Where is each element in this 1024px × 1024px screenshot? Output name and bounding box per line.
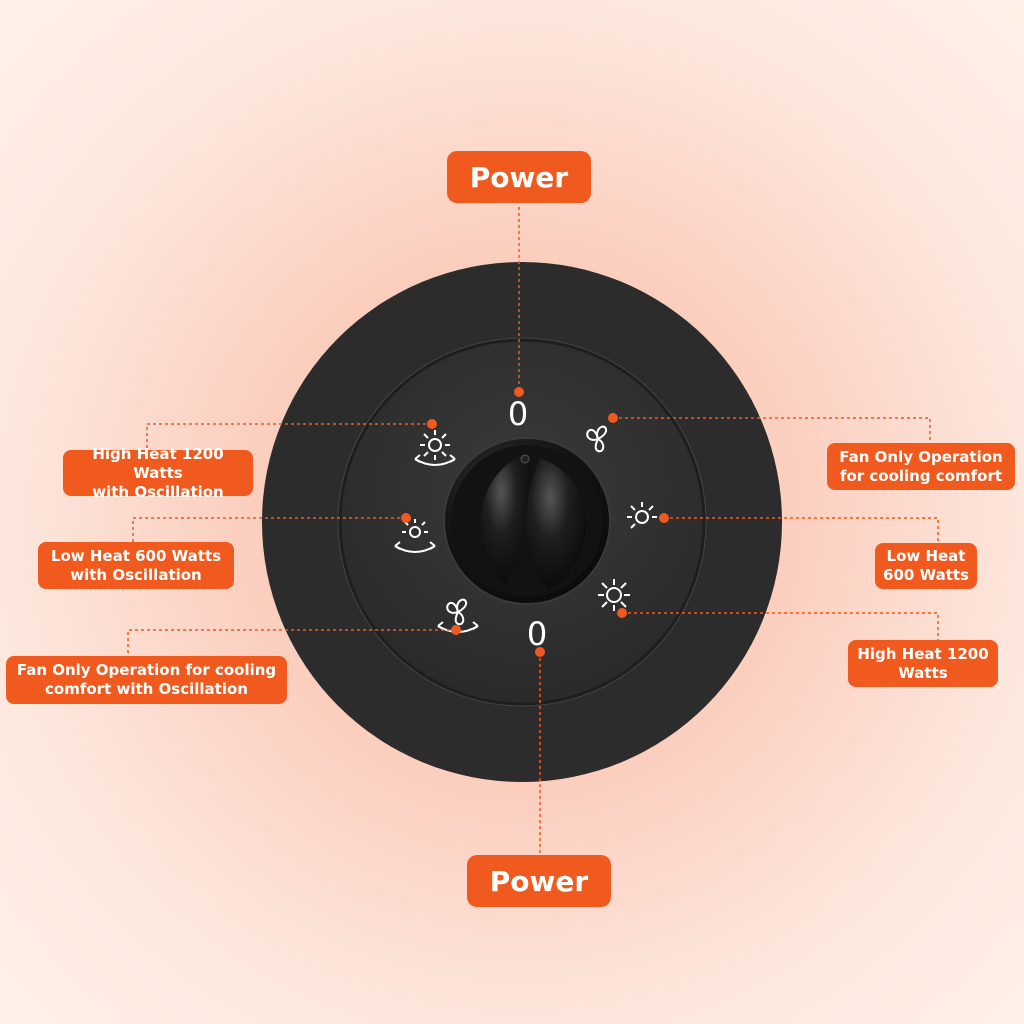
dial-top-power-mark: 0 [508,395,528,433]
sun-oscillate-icon [394,519,436,553]
sun-icon [627,502,657,529]
low-heat-label: Low Heat 600 Watts [875,543,977,589]
sun-icon [598,579,630,611]
leader-dots [401,387,669,657]
fan-only-label: Fan Only Operation for cooling comfort [827,443,1015,490]
leader-lines [127,207,939,855]
fan-only-oscillation-label: Fan Only Operation for cooling comfort w… [6,656,287,704]
power-label-top: Power [447,151,591,203]
high-heat-oscillation-label: High Heat 1200 Watts with Oscillation [63,445,253,501]
knob-grip-left [480,452,532,585]
fan-oscillate-icon [437,598,479,633]
low-heat-oscillation-label: Low Heat 600 Watts with Oscillation [38,542,234,589]
fan-icon [586,425,608,453]
dial-bottom-power-mark: 0 [527,615,547,653]
knob-grip-right [526,458,587,590]
power-label-bottom: Power [467,855,611,907]
sun-oscillate-icon [414,430,456,466]
high-heat-label: High Heat 1200 Watts [848,640,998,687]
